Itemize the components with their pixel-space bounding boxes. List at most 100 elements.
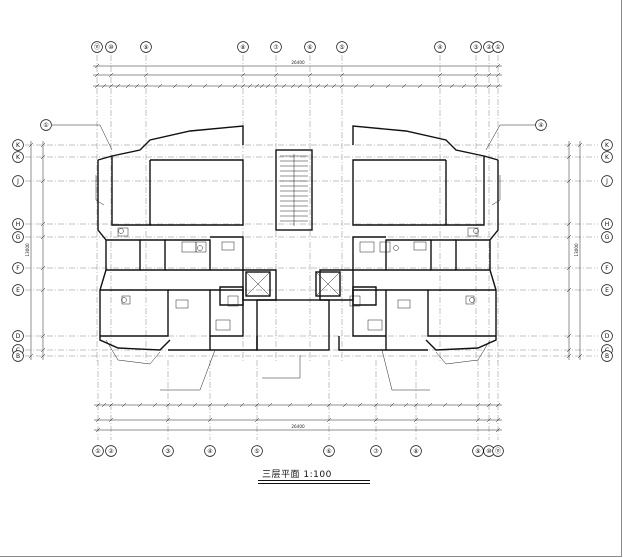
wall-right-7 xyxy=(352,236,386,271)
axis-top-0-ring xyxy=(91,41,103,53)
axis-left-5: F xyxy=(16,265,20,272)
wall-right-1 xyxy=(425,160,499,351)
wall-left-13 xyxy=(219,286,244,306)
bottom-detail-tick-26 xyxy=(475,402,481,408)
bottom-detail-tick-17 xyxy=(342,402,348,408)
wall-left-6 xyxy=(165,239,211,271)
elevator-left-x xyxy=(245,271,271,297)
top-axes-tick-6 xyxy=(339,72,345,78)
wall-right-4 xyxy=(455,239,490,271)
axis-right-6: E xyxy=(605,287,609,294)
bottom-detail-tick-23 xyxy=(427,402,433,408)
fixture-9 xyxy=(379,241,391,253)
right-axes-tick-5 xyxy=(566,265,572,271)
axis-top-6-ring xyxy=(336,41,348,53)
axis-left-2-ring xyxy=(12,175,24,187)
axis-right-5: F xyxy=(605,265,609,272)
axis-left-9: B xyxy=(16,353,20,360)
left-axes-tick-6 xyxy=(40,287,46,293)
top-axes-tick-4 xyxy=(273,72,279,78)
top-detail-tick-9 xyxy=(187,83,193,89)
bottom-detail-tick-15 xyxy=(307,402,313,408)
axis-top-7: ④ xyxy=(437,44,442,51)
wall-right-3 xyxy=(352,159,446,226)
wall-left-1 xyxy=(97,160,171,351)
wall-right-5 xyxy=(430,239,456,271)
right-axes-tick-7 xyxy=(566,333,572,339)
right-overall-tick-1 xyxy=(577,353,583,359)
top-detail-tick-18 xyxy=(273,83,279,89)
axis-right-5-ring xyxy=(601,262,613,274)
top-detail-tick-13 xyxy=(240,83,246,89)
axis-top-1-ring xyxy=(105,41,117,53)
left-axes-tick-4 xyxy=(40,234,46,240)
wall-left-9 xyxy=(168,289,211,351)
axis-bottom-3: ④ xyxy=(207,448,212,455)
axis-right-3: H xyxy=(605,221,610,228)
axis-bottom-3-ring xyxy=(204,445,216,457)
bottom-detail-tick-27 xyxy=(486,402,492,408)
axis-right-0-ring xyxy=(601,139,613,151)
axis-left-0-ring xyxy=(12,139,24,151)
top-detail-tick-21 xyxy=(297,83,303,89)
fixture-10 xyxy=(413,241,427,251)
leader-bottom-right xyxy=(381,349,430,391)
axis-bottom-10: ⑪ xyxy=(495,447,501,455)
top-axes-tick-5 xyxy=(307,72,313,78)
interior-details xyxy=(52,124,546,391)
bottom-detail-tick-8 xyxy=(192,402,198,408)
top-detail-tick-29 xyxy=(385,83,391,89)
bottom-detail-tick-6 xyxy=(165,402,171,408)
axis-left-7-ring xyxy=(12,330,24,342)
top-axes-tick-10 xyxy=(495,72,501,78)
axis-bottom-1-ring xyxy=(105,445,117,457)
bottom-detail-tick-19 xyxy=(373,402,379,408)
right-axes-tick-3 xyxy=(566,221,572,227)
top-axes-tick-9 xyxy=(486,72,492,78)
axis-top-3: ⑧ xyxy=(240,44,245,51)
axis-right-4: G xyxy=(605,234,610,241)
top-detail-tick-36 xyxy=(486,83,492,89)
wall-right-2 xyxy=(445,156,485,226)
dim-top-overall: 26400 xyxy=(291,60,305,65)
wall-right-13 xyxy=(352,286,377,306)
axis-top-8-ring xyxy=(470,41,482,53)
bottom-axes-tick-0 xyxy=(95,417,101,423)
top-detail-tick-35 xyxy=(473,83,479,89)
axis-bottom-8: ⑨ xyxy=(475,448,480,455)
fixture-13 xyxy=(349,295,361,307)
dim-bottom-overall: 26400 xyxy=(291,424,305,429)
axis-right-7: D xyxy=(605,333,610,340)
top-detail-tick-24 xyxy=(323,83,329,89)
axis-bottom-10-ring xyxy=(492,445,504,457)
top-detail-tick-7 xyxy=(157,83,163,89)
fixture-2 xyxy=(195,241,207,253)
axis-bottom-2: ③ xyxy=(165,448,170,455)
bay-window-left xyxy=(105,339,161,365)
top-detail-tick-20 xyxy=(290,83,296,89)
bottom-detail-tick-22 xyxy=(413,402,419,408)
axis-top-10: ① xyxy=(495,44,500,51)
top-detail-tick-27 xyxy=(353,83,359,89)
bottom-axes-tick-9 xyxy=(486,417,492,423)
walls xyxy=(97,125,499,351)
axis-top-2-ring xyxy=(140,41,152,53)
stair-core xyxy=(275,149,313,231)
top-detail-tick-33 xyxy=(449,83,455,89)
leader-bottom-center xyxy=(262,355,301,379)
bottom-detail-tick-4 xyxy=(137,402,143,408)
title-underline-thin xyxy=(258,482,370,484)
grid-lines xyxy=(25,55,598,440)
axis-left-6-ring xyxy=(12,284,24,296)
axis-bottom-5: ⑥ xyxy=(326,448,331,455)
top-detail-tick-5 xyxy=(134,83,140,89)
lobby xyxy=(256,299,330,351)
wall-right-11 xyxy=(338,336,386,351)
bottom-detail-tick-18 xyxy=(357,402,363,408)
fixture-15 xyxy=(367,319,383,331)
top-detail-tick-30 xyxy=(401,83,407,89)
wall-right-0 xyxy=(352,125,499,161)
top-overall-tick-1 xyxy=(495,63,501,69)
axis-left-3: H xyxy=(16,221,21,228)
wall-right-10 xyxy=(352,289,386,337)
